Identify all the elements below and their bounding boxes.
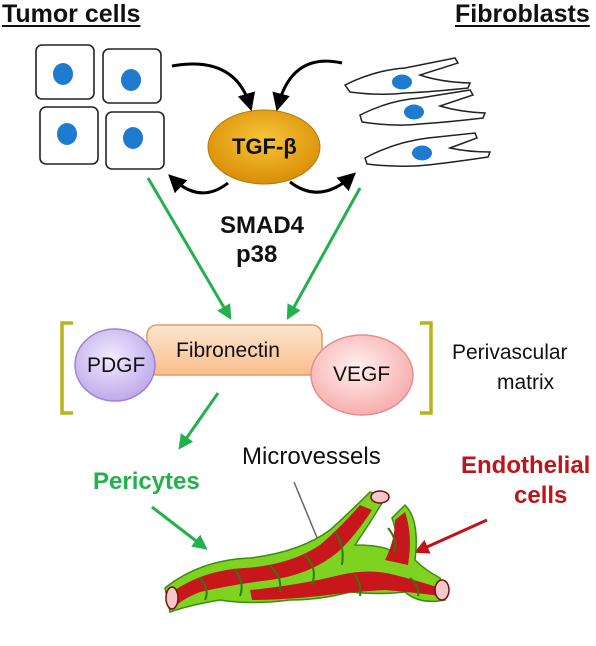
endothelial-arrow <box>413 518 488 554</box>
microvessels-pointer <box>293 481 319 541</box>
tgf-beta-node <box>207 109 321 185</box>
pdgf-node <box>74 328 156 402</box>
tumor-cell-icon <box>105 111 165 170</box>
tumor-cell-icon <box>35 44 95 100</box>
tumor-cells-heading: Tumor cells <box>2 0 141 28</box>
tgf-beta-label: TGF-β <box>232 134 297 159</box>
fibronectin-label: Fibronectin <box>176 339 280 362</box>
pericytes-label: Pericytes <box>93 468 200 495</box>
fibroblast-icon <box>359 89 487 126</box>
tumor-cell-icon <box>39 106 99 165</box>
fibroblasts-heading: Fibroblasts <box>455 0 590 28</box>
fibroblasts-group <box>343 57 492 168</box>
tgf-feedback-arrows <box>168 59 357 195</box>
blood-vessel-icon <box>164 490 450 613</box>
fibroblast-icon <box>343 57 472 96</box>
vegf-node <box>310 334 414 416</box>
microvessels-label: Microvessels <box>242 443 381 470</box>
fibroblast-icon <box>364 132 492 168</box>
vegf-label: VEGF <box>333 363 391 386</box>
perivascular-label-line1: Perivascular <box>452 341 568 364</box>
pdgf-label: PDGF <box>87 354 146 377</box>
tumor-cells-group <box>35 44 165 170</box>
p38-label: p38 <box>236 241 278 268</box>
smad4-label: SMAD4 <box>220 212 305 239</box>
perivascular-label-line2: matrix <box>497 371 555 394</box>
perivascular-brackets <box>60 321 433 415</box>
tumor-cell-icon <box>102 48 162 104</box>
endothelial-label-line2: cells <box>514 482 568 509</box>
green-arrows <box>146 177 362 550</box>
endothelial-label-line1: Endothelial <box>461 452 591 479</box>
